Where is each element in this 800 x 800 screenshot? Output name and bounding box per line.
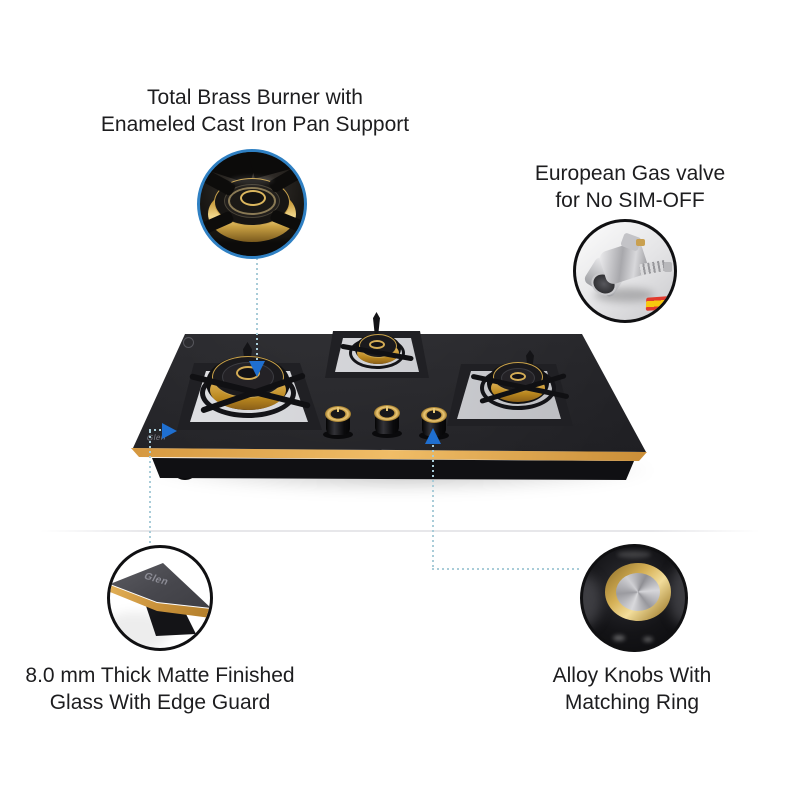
burner-highlight [230, 176, 274, 185]
knob-marker [386, 406, 388, 411]
connector-knob-line-v [432, 445, 434, 570]
caption-burner: Total Brass Burner with Enameled Cast Ir… [60, 84, 450, 138]
connector-glass-line-v [149, 431, 151, 545]
caption-glass: 8.0 mm Thick Matte Finished Glass With E… [0, 662, 320, 716]
middle-pan-support-pin [373, 312, 380, 334]
knob-marker [337, 407, 339, 412]
knob-reflection [617, 551, 651, 558]
middle-burner-cap [369, 340, 385, 349]
knob-reflection [613, 635, 625, 641]
burner-cap-closeup [240, 190, 266, 206]
callout-valve-photo [573, 219, 677, 323]
caption-knobs-line2: Matching Ring [564, 691, 700, 714]
caption-valve-line1: European Gas valve [534, 162, 726, 185]
knob-marker [433, 408, 435, 413]
arrow-to-knob [425, 428, 441, 444]
right-burner-cap [510, 372, 526, 381]
connector-glass-line-h [149, 429, 163, 431]
caption-knobs-line1: Alloy Knobs With [552, 664, 712, 687]
knob-photo-blur [669, 565, 685, 625]
connector-knob-line-h [432, 568, 580, 570]
caption-burner-line1: Total Brass Burner with [147, 86, 363, 109]
connector-burner-line [256, 258, 258, 362]
knob-alloy-disc-closeup [616, 573, 660, 611]
background-horizon-line [40, 530, 760, 532]
valve-brass-fitting [636, 239, 645, 246]
caption-knobs: Alloy Knobs With Matching Ring [482, 662, 782, 716]
knob-gold-ring [325, 406, 351, 422]
spain-flag-icon [645, 296, 670, 311]
callout-glass-photo: Glen [107, 545, 213, 651]
caption-valve-line2: for No SIM-OFF [555, 189, 705, 212]
callout-burner-photo [197, 149, 307, 259]
left-pan-support-pin [243, 342, 252, 368]
caption-valve: European Gas valve for No SIM-OFF [480, 160, 780, 214]
knob-reflection [643, 637, 653, 642]
knob-gold-ring [421, 407, 447, 423]
arrow-to-burner [249, 361, 265, 377]
knob-gold-ring [374, 405, 400, 421]
control-knob-2 [372, 405, 402, 439]
caption-glass-line2: Glass With Edge Guard [49, 691, 271, 714]
callout-knob-photo [580, 544, 688, 652]
right-pan-support-pin [526, 350, 534, 370]
caption-burner-line2: Enameled Cast Iron Pan Support [100, 113, 410, 136]
burner-photo-shadow [200, 240, 304, 256]
valve-stem-tip [664, 262, 672, 272]
knob-photo-blur [583, 575, 601, 627]
hob-emblem [183, 337, 194, 348]
control-knob-1 [323, 406, 353, 440]
arrow-to-glass-edge [162, 423, 177, 439]
caption-glass-line1: 8.0 mm Thick Matte Finished [25, 664, 295, 687]
